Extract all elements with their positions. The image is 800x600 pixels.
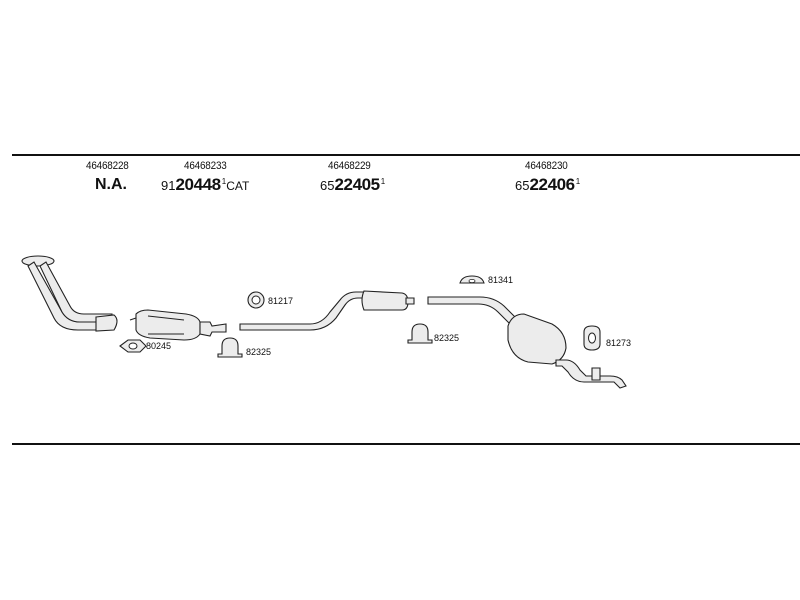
label-rubber-mount: 81273 (606, 338, 631, 348)
label-ring: 81217 (268, 296, 293, 306)
label-gasket: 80245 (146, 341, 171, 351)
code-rear-silencer: 65224061 (515, 175, 580, 195)
code-middle-sup: 1 (380, 177, 386, 186)
code-rear-sup: 1 (575, 177, 581, 186)
code-catalyst-sup: 1 (221, 177, 227, 186)
ring-part (247, 291, 265, 309)
code-catalyst: 91204481CAT (161, 175, 249, 195)
code-rear-prefix: 65 (515, 178, 530, 193)
middle-silencer (361, 290, 415, 311)
part-number-rear-silencer: 46468230 (525, 160, 568, 172)
bottom-divider-line (12, 443, 800, 445)
part-number-front-pipe: 46468228 (86, 160, 129, 172)
clamp-part-1 (217, 337, 243, 358)
rubber-mount-part (583, 325, 601, 351)
rear-pipe (427, 296, 517, 325)
code-catalyst-prefix: 91 (161, 178, 176, 193)
hanger-part (459, 275, 485, 284)
code-rear-main: 22406 (529, 175, 575, 194)
code-middle-silencer: 65224051 (320, 175, 385, 195)
code-catalyst-suffix: CAT (226, 179, 250, 193)
catalytic-converter (129, 309, 227, 341)
gasket-part (119, 339, 147, 353)
code-middle-prefix: 65 (320, 178, 335, 193)
clamp-part-2 (407, 323, 433, 344)
code-front-pipe: N.A. (95, 176, 127, 193)
label-clamp-2: 82325 (434, 333, 459, 343)
code-middle-main: 22405 (334, 175, 380, 194)
code-catalyst-main: 20448 (175, 175, 221, 194)
label-hanger: 81341 (488, 275, 513, 285)
top-divider-line (12, 154, 800, 156)
rear-silencer (507, 313, 627, 389)
part-number-middle-silencer: 46468229 (328, 160, 371, 172)
part-number-catalyst: 46468233 (184, 160, 227, 172)
label-clamp-1: 82325 (246, 347, 271, 357)
front-pipe (21, 255, 118, 332)
